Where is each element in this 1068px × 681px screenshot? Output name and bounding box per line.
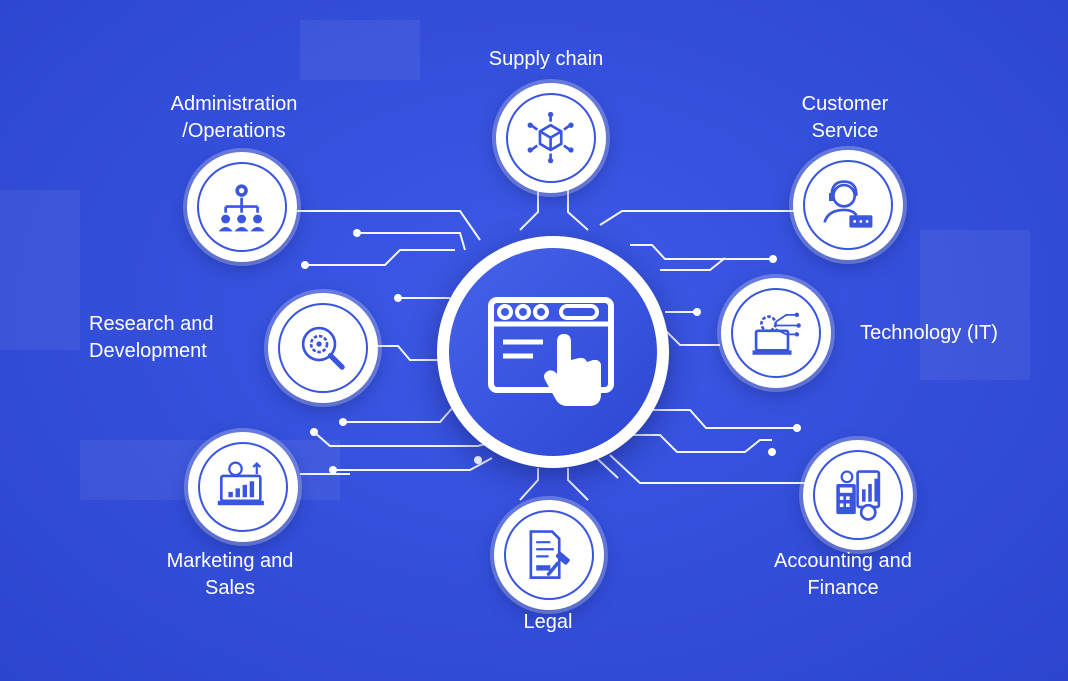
label-administration: Administration /Operations (170, 93, 298, 142)
org-chart-gear-icon (218, 184, 266, 232)
node-research (268, 293, 378, 403)
cube-network-icon (527, 112, 575, 164)
central-hub-core (449, 248, 657, 456)
calculator-chart-icon (836, 470, 881, 522)
magnifier-gear-icon (302, 327, 346, 371)
central-hub (437, 236, 669, 468)
label-accounting: Accounting and Finance (774, 550, 912, 599)
background-monitor-shape-right (920, 230, 1030, 380)
node-administration (187, 152, 297, 262)
node-accounting (803, 440, 913, 550)
node-technology (721, 278, 831, 388)
node-supply-chain (496, 83, 606, 193)
background-window-shape (300, 20, 420, 80)
background-monitor-shape (0, 190, 80, 350)
label-technology: Technology (IT) (860, 322, 998, 344)
label-marketing: Marketing and Sales (166, 550, 294, 599)
headset-agent-icon (823, 180, 873, 229)
label-legal: Legal (523, 611, 573, 633)
laptop-growth-chart-icon (218, 461, 265, 506)
node-legal (494, 500, 604, 610)
browser-window-click-icon (488, 297, 614, 406)
laptop-circuit-icon (752, 313, 802, 356)
label-customer-service: Customer Service (801, 93, 889, 142)
label-research: Research and Development (89, 313, 214, 362)
node-customer-service (793, 150, 903, 260)
label-supply-chain: Supply chain (488, 48, 604, 70)
node-marketing (188, 432, 298, 542)
document-gavel-icon (529, 530, 571, 580)
